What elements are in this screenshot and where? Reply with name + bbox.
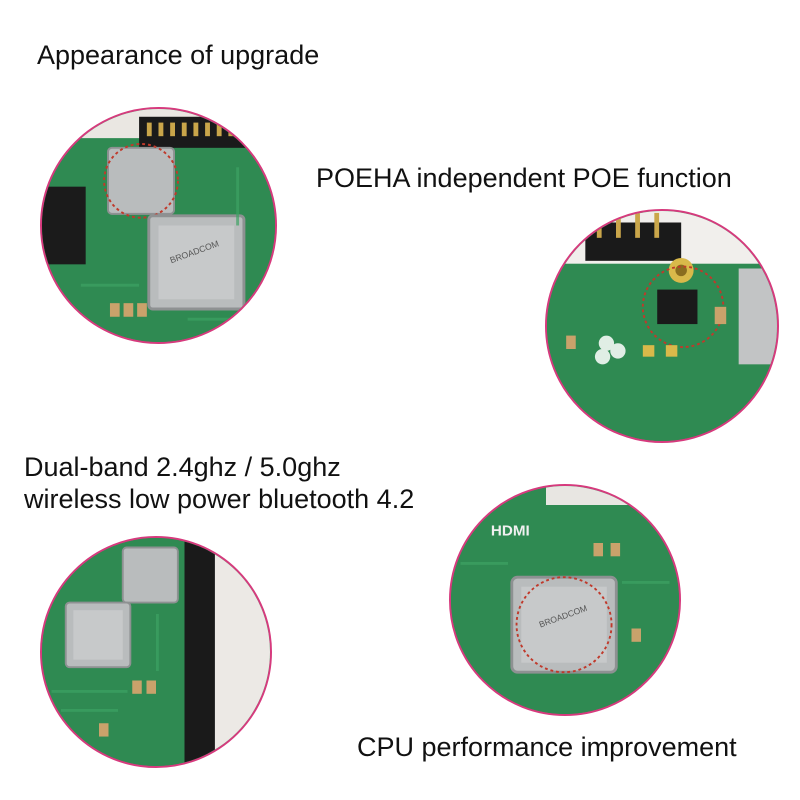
board-photo-cpu: HDMI BROADCOM (449, 484, 681, 716)
caption-wireless-line1: Dual-band 2.4ghz / 5.0ghz (24, 452, 341, 482)
board-photo-wireless (40, 536, 272, 768)
caption-appearance-upgrade: Appearance of upgrade (37, 40, 320, 70)
caption-poe-function: POEHA independent POE function (316, 163, 732, 193)
board-illustration-poe (547, 211, 777, 441)
board-illustration-wireless (42, 538, 270, 766)
board-photo-appearance: BROADCOM (40, 107, 277, 344)
caption-cpu-performance: CPU performance improvement (357, 732, 737, 762)
board-illustration-cpu: HDMI BROADCOM (451, 486, 679, 714)
board-illustration-appearance: BROADCOM (42, 109, 275, 342)
hdmi-label: HDMI (491, 522, 530, 539)
caption-wireless-line2: wireless low power bluetooth 4.2 (24, 484, 415, 514)
caption-wireless: Dual-band 2.4ghz / 5.0ghz wireless low p… (24, 451, 414, 515)
board-photo-poe (545, 209, 779, 443)
